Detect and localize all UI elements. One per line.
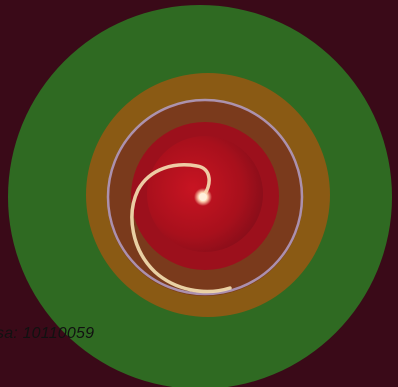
center-bright-spot <box>199 193 207 201</box>
image-caption: sa: 10110059 <box>0 325 95 342</box>
lavender-ring <box>106 98 304 296</box>
spiral-line <box>130 163 232 294</box>
